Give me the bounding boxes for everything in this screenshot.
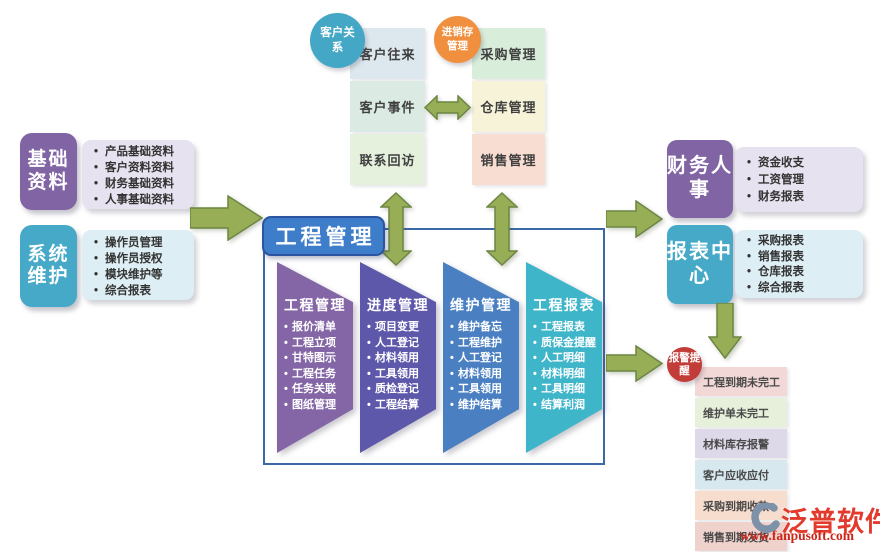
- process-column-item: 质保金提醒: [533, 336, 599, 352]
- flow-arrow-left-to-center-icon: [190, 195, 263, 241]
- finance-hr-panel: 资金收支工资管理财务报表: [735, 147, 863, 212]
- alarm-row: 维护单未完工: [695, 398, 787, 427]
- process-column-item: 结算利润: [533, 398, 599, 414]
- base-data-badge: 基础资料: [20, 133, 77, 210]
- list-item: 工资管理: [747, 172, 863, 189]
- double-arrow-inventory-engineering-icon: [486, 192, 518, 266]
- process-column-title: 工程管理: [284, 297, 346, 313]
- inventory-segment: 仓库管理: [472, 81, 545, 132]
- alarm-row: 客户应收应付: [695, 460, 787, 489]
- process-column-title: 工程报表: [533, 297, 595, 313]
- finance-hr-badge: 财务人事: [667, 140, 733, 218]
- crm-circle: 客户关系: [310, 13, 365, 68]
- process-column: 工程报表工程报表质保金提醒人工明细材料明细工具明细结算利润: [526, 262, 602, 453]
- list-item: 操作员授权: [94, 251, 194, 267]
- brand-url[interactable]: www.fanpusoft.com: [740, 528, 855, 543]
- process-column-item: 材料领用: [450, 367, 516, 383]
- base-data-list: 产品基础资料客户资料资料财务基础资料人事基础资料: [94, 144, 194, 208]
- process-column-item: 人工登记: [450, 351, 516, 367]
- process-column-item: 维护备忘: [450, 320, 516, 336]
- process-column: 进度管理项目变更人工登记材料领用工具领用质检登记工程结算: [360, 262, 436, 453]
- process-column-item: 工具明细: [533, 382, 599, 398]
- double-arrow-crm-inventory-icon: [424, 95, 471, 120]
- list-item: 仓库报表: [747, 265, 863, 281]
- process-column-item: 材料明细: [533, 367, 599, 383]
- list-item: 综合报表: [94, 283, 194, 299]
- process-column: 工程管理报价清单工程立项甘特图示工程任务任务关联图纸管理: [277, 262, 353, 453]
- process-column-list: 工程报表质保金提醒人工明细材料明细工具明细结算利润: [533, 320, 599, 413]
- crm-segment: 客户事件: [350, 81, 425, 132]
- double-arrow-crm-engineering-icon: [380, 192, 412, 266]
- list-item: 综合报表: [747, 281, 863, 297]
- process-column-title: 进度管理: [367, 297, 429, 313]
- list-item: 财务报表: [747, 189, 863, 206]
- process-column-item: 维护结算: [450, 398, 516, 414]
- process-column-item: 人工明细: [533, 351, 599, 367]
- process-column-shape: 工程管理报价清单工程立项甘特图示工程任务任务关联图纸管理: [277, 262, 353, 453]
- process-columns: 工程管理报价清单工程立项甘特图示工程任务任务关联图纸管理进度管理项目变更人工登记…: [277, 262, 603, 453]
- report-center-panel: 采购报表销售报表仓库报表综合报表: [735, 230, 863, 298]
- finance-hr-list: 资金收支工资管理财务报表: [747, 155, 863, 206]
- process-column-item: 工具领用: [367, 367, 433, 383]
- list-item: 产品基础资料: [94, 144, 194, 160]
- system-maintenance-badge: 系统维护: [20, 225, 77, 307]
- list-item: 人事基础资料: [94, 192, 194, 208]
- brand-logo-text: 泛普软件: [781, 507, 880, 537]
- flow-arrow-center-to-alarm-icon: [606, 345, 663, 382]
- process-column-shape: 工程报表工程报表质保金提醒人工明细材料明细工具明细结算利润: [526, 262, 602, 453]
- process-column-item: 报价清单: [284, 320, 350, 336]
- engineering-header: 工程管理: [262, 216, 385, 256]
- inventory-segment: 销售管理: [472, 134, 545, 185]
- flow-arrow-reports-to-alarms-icon: [708, 303, 742, 359]
- process-column-list: 报价清单工程立项甘特图示工程任务任务关联图纸管理: [284, 320, 350, 413]
- system-maintenance-panel: 操作员管理操作员授权模块维护等综合报表: [82, 230, 194, 300]
- list-item: 采购报表: [747, 234, 863, 250]
- process-column-item: 质检登记: [367, 382, 433, 398]
- base-data-panel: 产品基础资料客户资料资料财务基础资料人事基础资料: [82, 140, 194, 209]
- process-column-item: 工程维护: [450, 336, 516, 352]
- inventory-circle: 进销存管理: [434, 16, 481, 63]
- process-column-item: 人工登记: [367, 336, 433, 352]
- process-column-list: 维护备忘工程维护人工登记材料领用工具领用维护结算: [450, 320, 516, 413]
- process-column-item: 工程立项: [284, 336, 350, 352]
- list-item: 财务基础资料: [94, 176, 194, 192]
- list-item: 资金收支: [747, 155, 863, 172]
- process-column-title: 维护管理: [450, 297, 512, 313]
- alarm-row: 材料库存报警: [695, 429, 787, 458]
- process-column-item: 项目变更: [367, 320, 433, 336]
- list-item: 销售报表: [747, 250, 863, 266]
- report-center-badge: 报表中心: [667, 225, 733, 304]
- process-column-item: 工具领用: [450, 382, 516, 398]
- process-column-shape: 维护管理维护备忘工程维护人工登记材料领用工具领用维护结算: [443, 262, 519, 453]
- process-column-item: 工程报表: [533, 320, 599, 336]
- list-item: 客户资料资料: [94, 160, 194, 176]
- crm-segment: 联系回访: [350, 134, 425, 185]
- list-item: 操作员管理: [94, 235, 194, 251]
- list-item: 模块维护等: [94, 267, 194, 283]
- process-column-item: 任务关联: [284, 382, 350, 398]
- system-maintenance-list: 操作员管理操作员授权模块维护等综合报表: [94, 235, 194, 299]
- flow-arrow-center-to-right-icon: [606, 200, 663, 238]
- process-column-item: 材料领用: [367, 351, 433, 367]
- report-center-list: 采购报表销售报表仓库报表综合报表: [747, 234, 863, 296]
- process-column-item: 工程任务: [284, 367, 350, 383]
- process-column-item: 图纸管理: [284, 398, 350, 414]
- fanpu-logo-icon: [751, 503, 780, 533]
- process-column-shape: 进度管理项目变更人工登记材料领用工具领用质检登记工程结算: [360, 262, 436, 453]
- alarm-row: 工程到期未完工: [695, 367, 787, 396]
- inventory-stack: 采购管理仓库管理销售管理: [472, 28, 545, 185]
- process-column: 维护管理维护备忘工程维护人工登记材料领用工具领用维护结算: [443, 262, 519, 453]
- crm-stack: 客户往来客户事件联系回访: [350, 28, 425, 185]
- inventory-segment: 采购管理: [472, 28, 545, 79]
- process-column-item: 工程结算: [367, 398, 433, 414]
- alarm-reminder-circle: 报警提醒: [667, 347, 702, 382]
- process-column-item: 甘特图示: [284, 351, 350, 367]
- crm-segment: 客户往来: [350, 28, 425, 79]
- process-column-list: 项目变更人工登记材料领用工具领用质检登记工程结算: [367, 320, 433, 413]
